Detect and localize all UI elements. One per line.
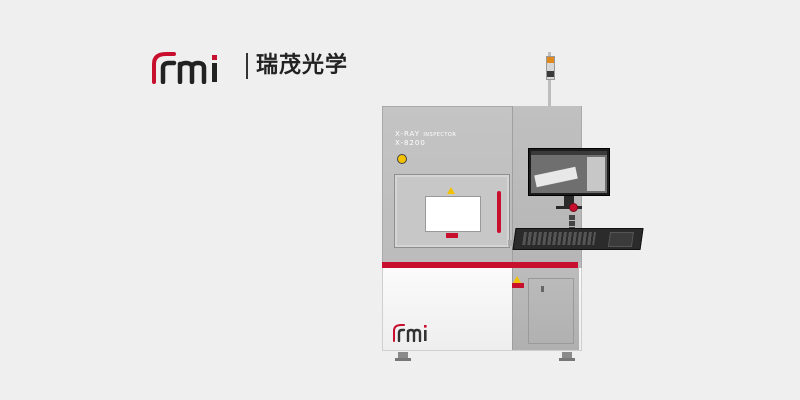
brand-logo: 瑞茂光学 xyxy=(150,46,348,86)
lock-icon xyxy=(541,286,544,292)
door-handle xyxy=(497,191,501,233)
warning-label-icon xyxy=(446,233,458,238)
keyboard xyxy=(522,232,596,245)
side-warning-label-icon xyxy=(512,283,524,288)
machine-title-main: X-RAY xyxy=(395,130,421,138)
machine-rmi-logo xyxy=(393,324,427,343)
signal-tower-lamp xyxy=(546,56,555,80)
brand-name-chinese: 瑞茂光学 xyxy=(256,53,349,78)
machine-title-sub: INSPECTOR xyxy=(423,132,457,138)
machine-foot-right xyxy=(559,352,575,361)
rmi-logo-mark xyxy=(150,48,242,85)
logo-divider xyxy=(246,53,248,79)
door-window xyxy=(425,196,481,232)
rmi-logo-graphic xyxy=(152,52,217,85)
monitor-stand xyxy=(564,196,574,208)
xray-inspection-machine: X-RAY INSPECTOR X-8200 xyxy=(380,50,644,370)
warning-icon xyxy=(447,187,455,194)
side-warning-icon xyxy=(513,276,521,283)
access-panel xyxy=(528,278,574,344)
keyboard-tray xyxy=(512,228,644,250)
machine-title: X-RAY INSPECTOR X-8200 xyxy=(395,130,456,147)
emergency-stop-icon xyxy=(569,203,578,212)
monitor-screen xyxy=(531,151,607,193)
machine-logo xyxy=(392,322,436,346)
touchpad xyxy=(607,232,634,247)
cabinet-red-stripe xyxy=(382,262,578,268)
monitor xyxy=(528,148,610,196)
radiation-icon xyxy=(397,154,407,164)
cabinet-side-lower xyxy=(512,268,579,350)
machine-model: X-8200 xyxy=(395,139,426,147)
machine-foot-left xyxy=(395,352,411,361)
